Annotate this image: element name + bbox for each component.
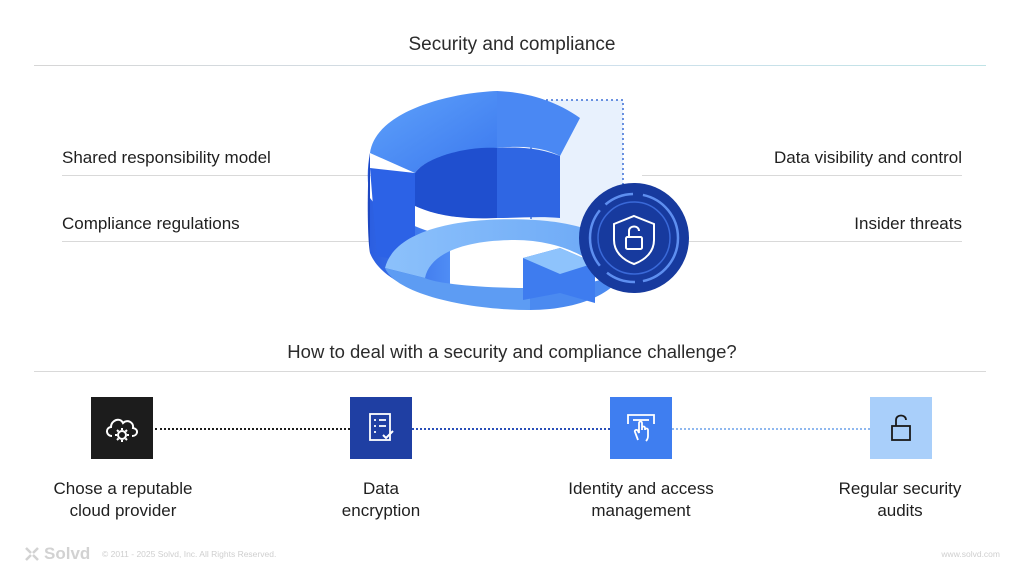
copyright-text: © 2011 - 2025 Solvd, Inc. All Rights Res… [102, 549, 277, 559]
row-divider [642, 175, 962, 176]
unlock-icon [891, 414, 911, 441]
touch-login-icon [627, 414, 655, 442]
step-connector [672, 428, 870, 430]
step-connector [155, 428, 350, 430]
step-cloud-provider-label: Chose a reputable cloud provider [53, 479, 193, 520]
checklist-icon [369, 413, 394, 441]
step-connector [412, 428, 610, 430]
title-divider [34, 65, 986, 66]
challenge-data-visibility: Data visibility and control [773, 148, 962, 167]
solvd-logo-icon [25, 547, 39, 561]
challenge-insider-threats: Insider threats [854, 214, 962, 233]
challenge-compliance-regulations: Compliance regulations [62, 214, 240, 233]
row-divider [62, 175, 382, 176]
step-audits-label: Regular security audits [838, 479, 962, 520]
step-identity-box [610, 397, 672, 459]
step-identity-label: Identity and access management [568, 479, 714, 520]
website-link[interactable]: www.solvd.com [941, 549, 1000, 559]
brand-logo: Solvd [24, 544, 90, 564]
step-encryption-label: Data encryption [341, 479, 421, 520]
row-divider [642, 241, 962, 242]
step-audits-box [870, 397, 932, 459]
row-divider [62, 241, 382, 242]
section-divider [34, 371, 986, 372]
cloud-gear-icon [106, 418, 138, 442]
page-title: Security and compliance [408, 34, 616, 55]
security-ring-illustration [367, 91, 689, 310]
step-cloud-provider-box [91, 397, 153, 459]
section-subtitle: How to deal with a security and complian… [287, 341, 737, 362]
challenge-shared-responsibility: Shared responsibility model [62, 148, 271, 167]
step-encryption-box [350, 397, 412, 459]
